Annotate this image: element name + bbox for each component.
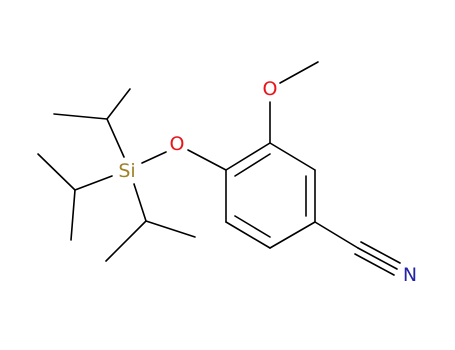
- bond-ring-o: [187, 149, 227, 171]
- bond-ch-me: [37, 153, 76, 191]
- ring-bond: [269, 221, 316, 249]
- ring-bond: [225, 142, 271, 171]
- ring-bond: [234, 153, 271, 177]
- silyl-oxygen-label: O: [170, 133, 185, 155]
- ring-bond: [269, 142, 316, 171]
- triple-bond: [357, 247, 398, 270]
- ring-bond: [234, 215, 271, 238]
- bond-ring-c: [314, 221, 359, 249]
- nitrile-group: N: [314, 221, 417, 286]
- triisopropylsilyl-group: Si: [37, 88, 196, 262]
- bond-ch-me: [106, 88, 131, 120]
- triple-bond: [354, 253, 395, 276]
- bond-ch-me: [105, 220, 147, 262]
- bond-o-methyl: [279, 61, 319, 84]
- bond-si-ch: [74, 175, 113, 191]
- nitrogen-label: N: [403, 264, 417, 286]
- bond-si-ch: [133, 183, 147, 222]
- bond-ch-me: [145, 220, 196, 238]
- methoxy-group: O: [263, 61, 319, 144]
- bond-si-ch: [106, 118, 125, 158]
- silyl-ether: O: [141, 133, 227, 171]
- silicon-label: Si: [118, 160, 135, 182]
- bond-o-si: [141, 151, 167, 164]
- bond-ch-me: [53, 113, 108, 120]
- bond-ch-me: [70, 189, 76, 241]
- benzene-ring: [225, 142, 316, 249]
- ring-bond: [225, 221, 271, 249]
- methoxy-oxygen-label: O: [263, 78, 278, 100]
- triple-bond: [360, 241, 401, 264]
